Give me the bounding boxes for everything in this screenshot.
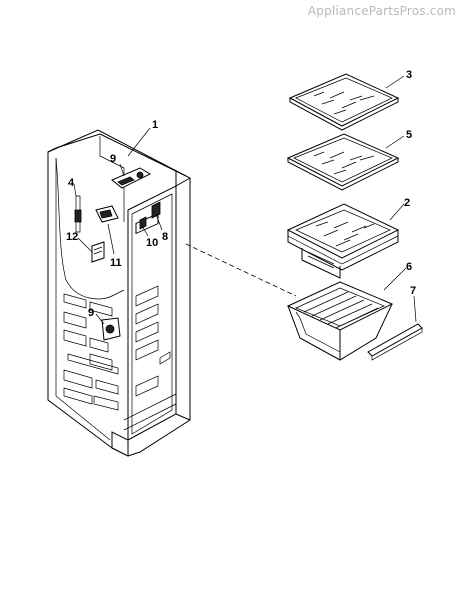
damper-control xyxy=(101,317,121,341)
callout-2: 2 xyxy=(404,197,410,209)
callout-11: 11 xyxy=(110,257,122,269)
callout-9-upper: 9 xyxy=(110,153,116,165)
callout-3: 3 xyxy=(406,69,412,81)
glass-shelf-5 xyxy=(286,133,400,191)
callout-4: 4 xyxy=(68,177,75,189)
framed-shelf-2 xyxy=(286,203,400,279)
clip-parts xyxy=(139,201,161,230)
light-housing xyxy=(95,205,119,223)
right-wall-slot-pattern xyxy=(135,285,171,397)
assembly-guide-line xyxy=(185,243,297,297)
bracket-part xyxy=(91,241,105,263)
callout-8: 8 xyxy=(162,231,168,243)
callout-12: 12 xyxy=(66,231,78,243)
callout-7: 7 xyxy=(410,285,416,297)
leader-lines xyxy=(73,75,417,325)
glass-shelf-3 xyxy=(288,73,400,131)
callout-5: 5 xyxy=(406,129,412,141)
callout-6: 6 xyxy=(406,261,412,273)
callout-1: 1 xyxy=(152,119,158,131)
watermark-text: AppliancePartsPros.com xyxy=(307,4,456,18)
sensor-part xyxy=(74,195,82,233)
crisper-drawer-6 xyxy=(286,281,394,361)
trim-strip-7 xyxy=(367,323,423,361)
left-wall-slot-pattern xyxy=(63,293,119,411)
callout-10: 10 xyxy=(146,237,158,249)
control-housing xyxy=(111,167,152,189)
callout-9-lower: 9 xyxy=(88,307,94,319)
